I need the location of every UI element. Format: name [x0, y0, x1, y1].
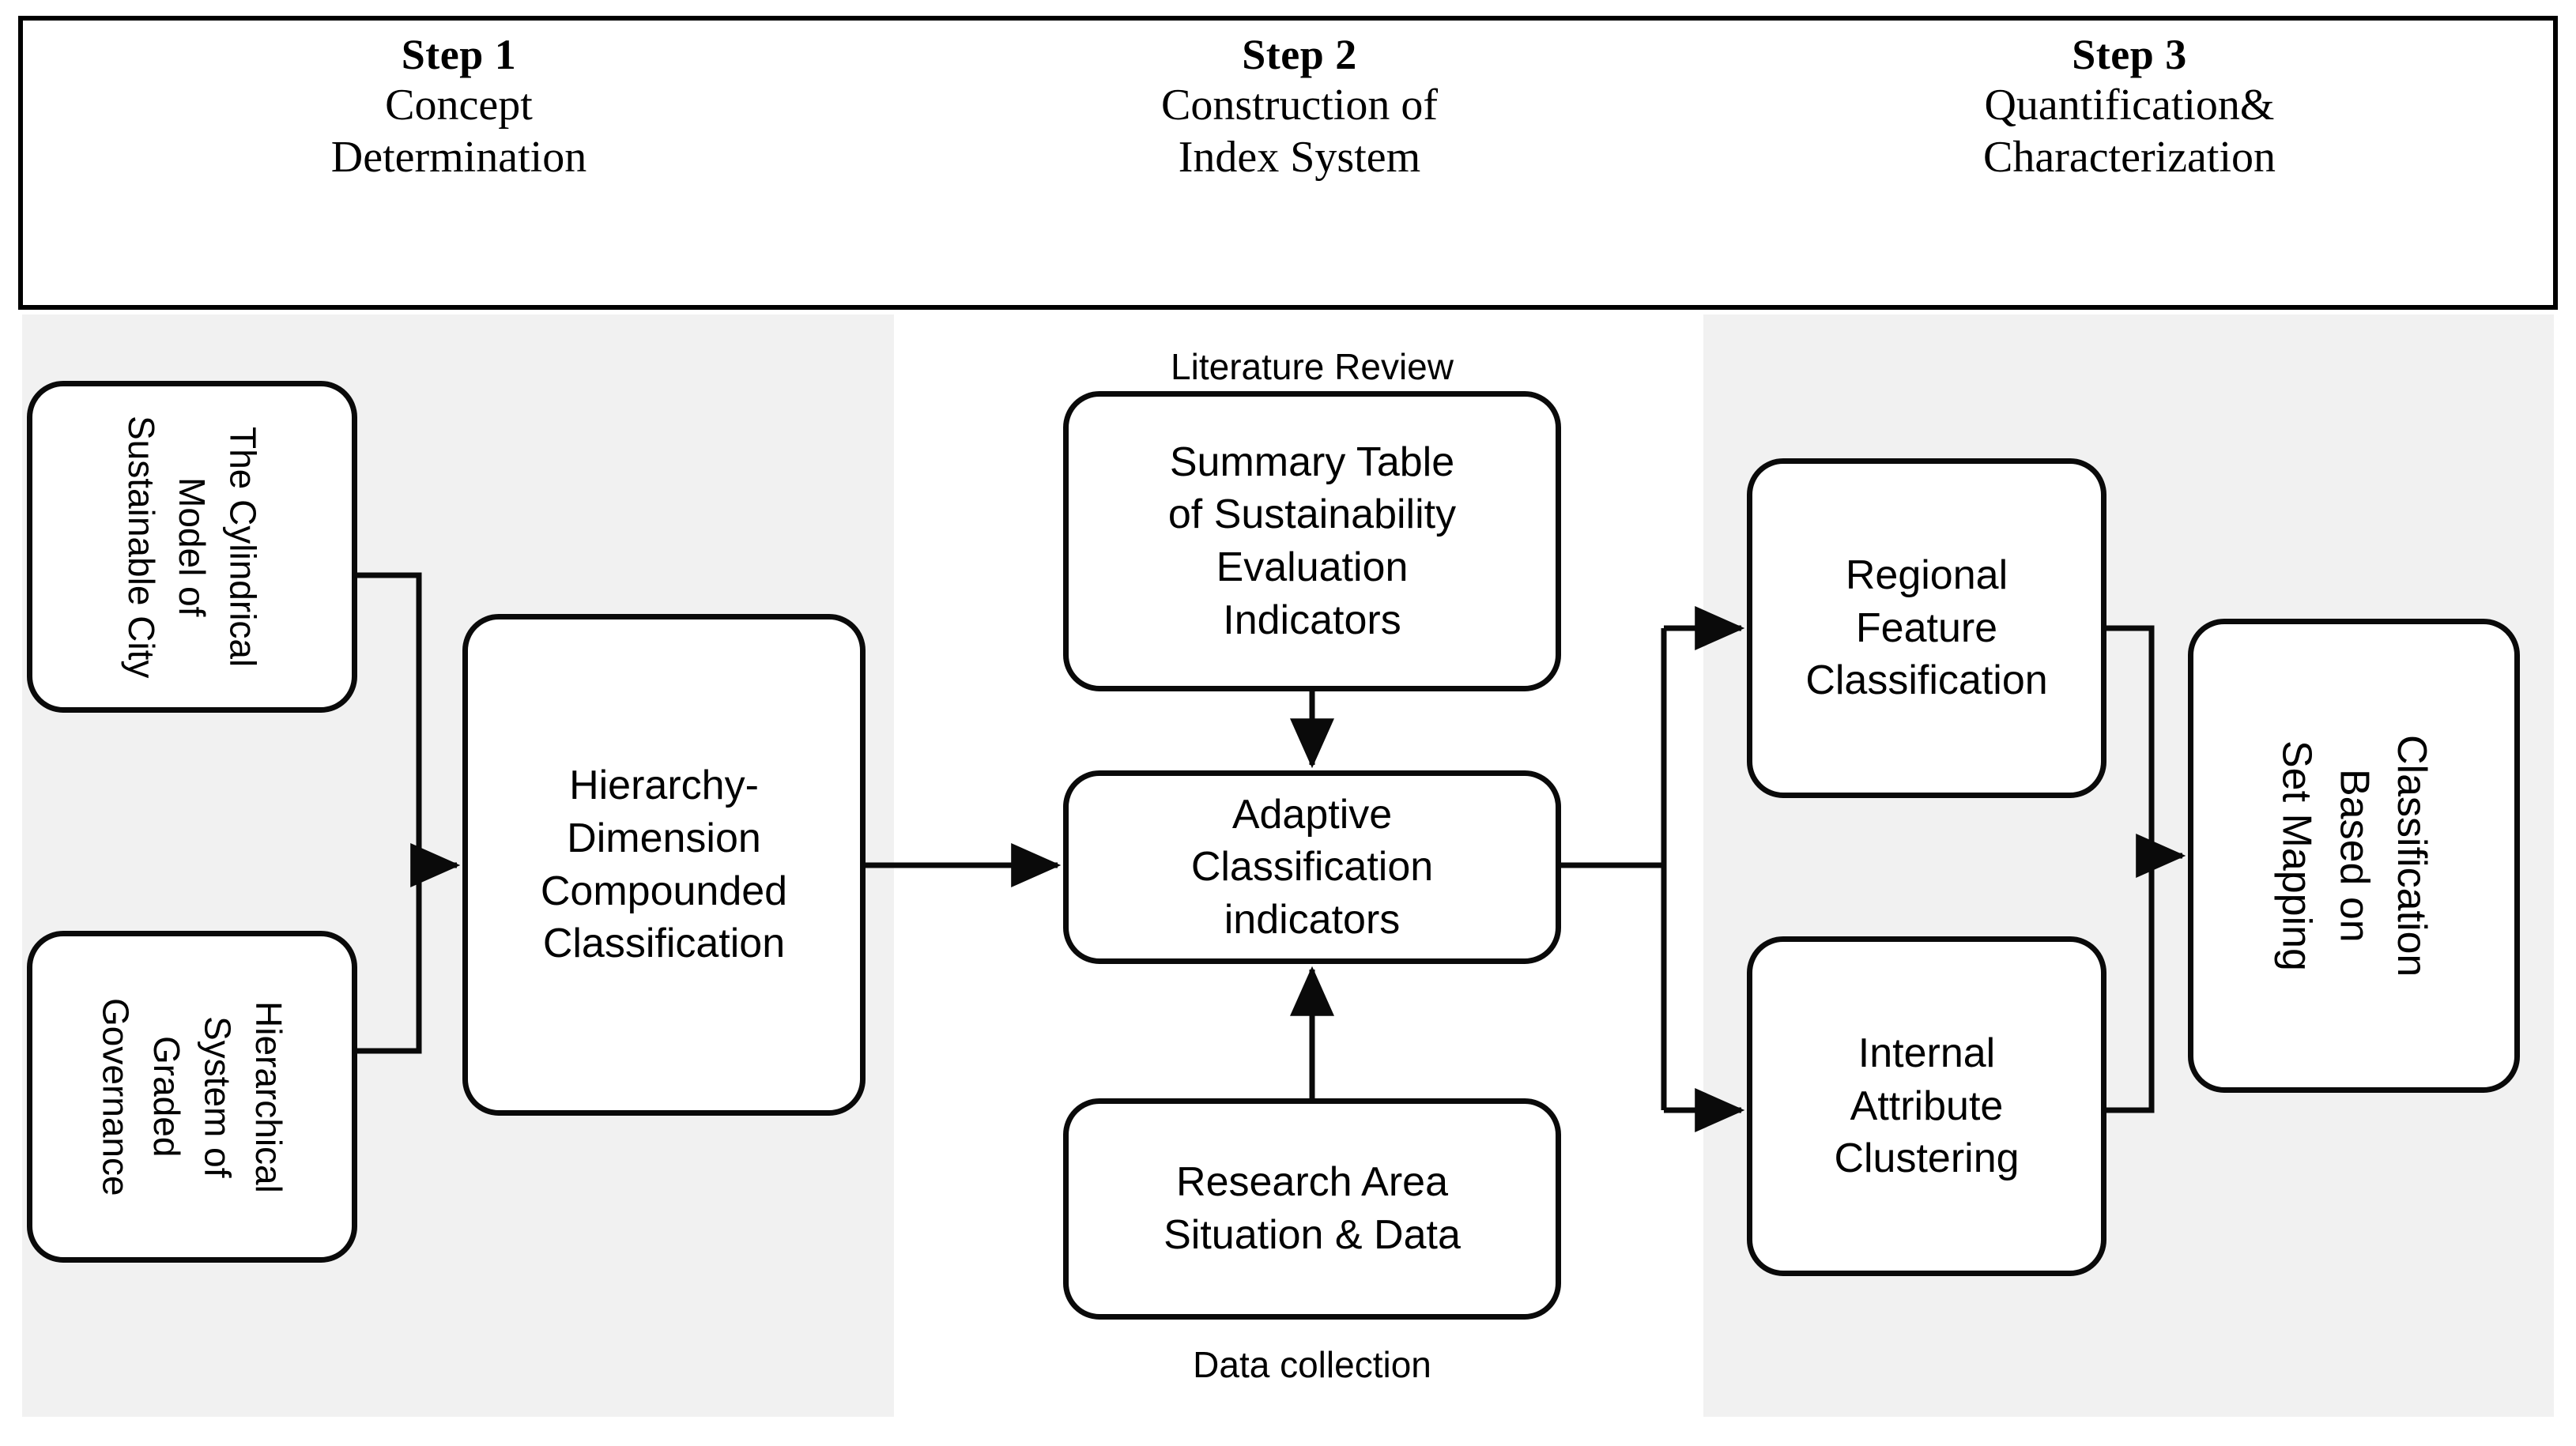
step-header-3: Step 3 Quantification& Characterization — [1704, 21, 2555, 305]
step-1-title: Step 1 — [401, 31, 517, 78]
node-classification-set-mapping[interactable]: Classification Based on Set Mapping — [2188, 619, 2520, 1093]
step-header-bar: Step 1 Concept Determination Step 2 Cons… — [18, 16, 2558, 310]
node-summary-table-label: Summary Table of Sustainability Evaluati… — [1167, 439, 1457, 643]
node-internal-attribute-clustering-label: Internal Attribute Clustering — [1834, 1030, 2020, 1182]
node-cylindrical-model-label: The Cylindrical Model of Sustainable Cit… — [120, 415, 264, 679]
node-research-area-situation-data-label: Research Area Situation & Data — [1164, 1159, 1461, 1258]
node-regional-feature-classification[interactable]: Regional Feature Classification — [1747, 458, 2106, 798]
literature-review-label: Literature Review — [1171, 346, 1454, 387]
node-classification-set-mapping-label: Classification Based on Set Mapping — [2273, 734, 2435, 977]
node-hierarchy-dimension-classification[interactable]: Hierarchy- Dimension Compounded Classifi… — [462, 614, 866, 1116]
node-regional-feature-classification-label: Regional Feature Classification — [1805, 552, 2048, 704]
node-research-area-situation-data[interactable]: Research Area Situation & Data — [1063, 1098, 1561, 1320]
node-internal-attribute-clustering[interactable]: Internal Attribute Clustering — [1747, 936, 2106, 1276]
step-1-subtitle: Concept Determination — [330, 81, 587, 182]
node-adaptive-classification-indicators-label: Adaptive Classification indicators — [1190, 791, 1434, 943]
node-hierarchy-dimension-classification-label: Hierarchy- Dimension Compounded Classifi… — [540, 763, 788, 967]
node-summary-table[interactable]: Summary Table of Sustainability Evaluati… — [1063, 391, 1561, 691]
node-hierarchical-governance[interactable]: Hierarchical System of Graded Governance — [27, 931, 357, 1263]
step-3-subtitle: Quantification& Characterization — [1982, 81, 2276, 182]
step-header-2: Step 2 Construction of Index System — [895, 21, 1704, 305]
step-2-subtitle: Construction of Index System — [1161, 81, 1438, 182]
step-2-title: Step 2 — [1242, 31, 1357, 78]
step-header-1: Step 1 Concept Determination — [23, 21, 895, 305]
data-collection-label: Data collection — [1193, 1344, 1431, 1385]
node-hierarchical-governance-label: Hierarchical System of Graded Governance — [95, 997, 289, 1196]
step-3-title: Step 3 — [2072, 31, 2187, 78]
node-adaptive-classification-indicators[interactable]: Adaptive Classification indicators — [1063, 770, 1561, 964]
node-cylindrical-model[interactable]: The Cylindrical Model of Sustainable Cit… — [27, 381, 357, 713]
